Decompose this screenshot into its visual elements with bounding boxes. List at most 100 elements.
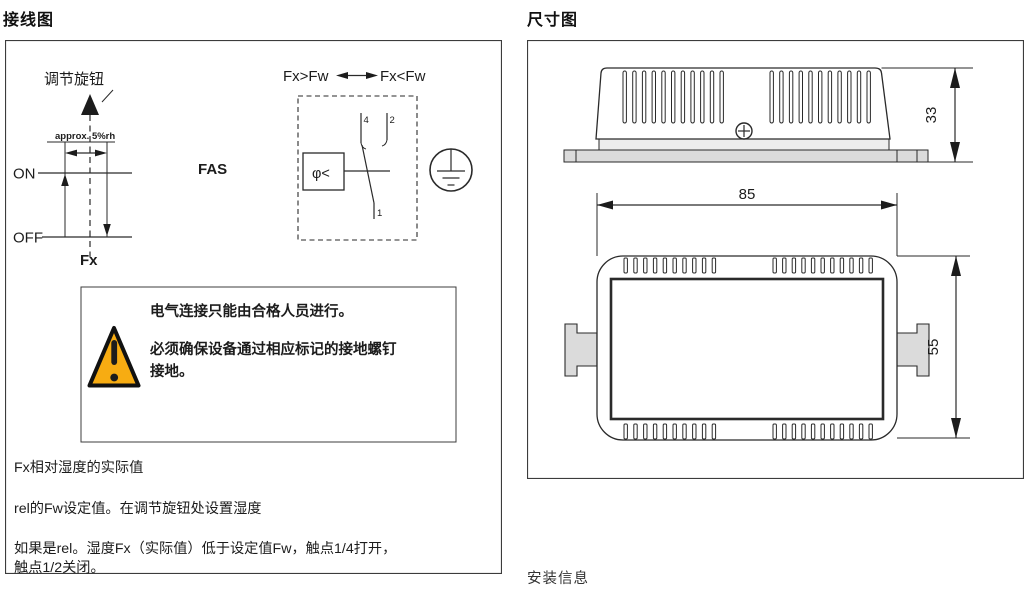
wiring-section-title: 接线图 bbox=[3, 12, 55, 29]
hysteresis-diagram: 调节旋钮 approx. 5%rh ON OFF Fx bbox=[13, 71, 132, 269]
vent-slot bbox=[772, 257, 777, 274]
wiring-diagram-panel: 调节旋钮 approx. 5%rh ON OFF Fx FAS Fx>Fw bbox=[5, 40, 502, 574]
vent-slot bbox=[633, 423, 638, 440]
humidity-sensor-box bbox=[302, 152, 345, 191]
vent-slot bbox=[827, 70, 833, 124]
terminal-2-hook bbox=[381, 139, 388, 147]
knob-label: 调节旋钮 bbox=[44, 71, 104, 88]
warning-panel: 电气连接只能由合格人员进行。 必须确保设备通过相应标记的接地螺钉 接地。 bbox=[80, 286, 457, 443]
vent-slot bbox=[837, 70, 842, 124]
warning-exclamation-dot bbox=[110, 373, 119, 382]
humidity-sensor-symbol: φ< bbox=[312, 166, 330, 182]
vent-slot bbox=[622, 70, 627, 124]
vent-slot bbox=[791, 257, 797, 274]
mounting-plate bbox=[563, 149, 929, 163]
note-fw: rel的Fw设定值。在调节旋钮处设置湿度 bbox=[14, 501, 262, 517]
vent-slot bbox=[810, 257, 816, 274]
note-behavior-line2: 触点1/2关闭。 bbox=[14, 560, 105, 574]
vent-slot bbox=[690, 70, 695, 124]
vent-slot bbox=[633, 257, 638, 274]
vent-slot bbox=[682, 423, 687, 440]
dim85-value: 85 bbox=[739, 186, 756, 203]
vent-slot bbox=[820, 423, 825, 440]
vent-slot bbox=[847, 70, 852, 124]
vent-slot bbox=[830, 423, 835, 440]
vent-slot bbox=[701, 423, 707, 440]
vent-slot bbox=[719, 70, 724, 124]
warning-exclamation-bar bbox=[111, 340, 118, 365]
vent-slot bbox=[856, 70, 862, 124]
dimension-section-title: 尺寸图 bbox=[527, 12, 579, 29]
vent-slot bbox=[801, 423, 806, 440]
vent-slot bbox=[662, 423, 668, 440]
hysteresis-range-label: approx. 5%rh bbox=[55, 131, 115, 142]
vent-slot bbox=[692, 423, 697, 440]
wiring-notes: Fx相对湿度的实际值 rel的Fw设定值。在调节旋钮处设置湿度 如果是rel。湿… bbox=[14, 460, 396, 574]
vent-slot bbox=[858, 423, 864, 440]
vent-slot bbox=[820, 257, 825, 274]
vent-slot bbox=[623, 423, 628, 440]
vent-slot bbox=[680, 70, 686, 124]
vent-slot bbox=[632, 70, 637, 124]
vent-slot bbox=[672, 257, 677, 274]
vent-slot bbox=[700, 70, 705, 124]
vent-slot bbox=[788, 70, 794, 124]
state-arrow-right-icon bbox=[366, 72, 378, 79]
switch-off-arrow-icon bbox=[103, 224, 111, 236]
vent-slot bbox=[849, 423, 854, 440]
state-left-label: Fx>Fw bbox=[283, 68, 329, 85]
vent-slot bbox=[672, 423, 677, 440]
vent-slot bbox=[651, 70, 656, 124]
dim33-arrow-down-icon bbox=[950, 142, 960, 162]
vent-slot bbox=[818, 70, 823, 124]
terminal-4-label: 4 bbox=[364, 115, 369, 126]
vent-slot bbox=[623, 257, 628, 274]
state-right-label: Fx<Fw bbox=[380, 68, 426, 85]
dim85-arrow-right-icon bbox=[881, 200, 897, 210]
warning-box-border bbox=[80, 286, 457, 443]
dim55-value: 55 bbox=[925, 339, 942, 356]
side-view: 33 bbox=[563, 67, 973, 163]
dim85-arrow-left-icon bbox=[597, 200, 613, 210]
moving-contact-line bbox=[361, 144, 375, 204]
vent-slot bbox=[868, 257, 873, 274]
vent-slot bbox=[661, 70, 666, 124]
vent-slot bbox=[782, 257, 787, 274]
state-arrow-left-icon bbox=[336, 72, 348, 79]
terminal-1-label: 1 bbox=[377, 208, 382, 219]
vent-slot bbox=[849, 257, 854, 274]
vent-slot bbox=[782, 423, 787, 440]
installation-info-label: 安装信息 bbox=[527, 571, 589, 587]
dim33-arrow-up-icon bbox=[950, 68, 960, 88]
fx-axis-label: Fx bbox=[80, 252, 98, 269]
vent-slot bbox=[692, 257, 697, 274]
warning-text-line3: 接地。 bbox=[150, 362, 194, 380]
vent-slot bbox=[858, 257, 864, 274]
dimension-panel: 33 85 55 bbox=[527, 40, 1024, 479]
on-label: ON bbox=[13, 166, 36, 183]
note-fx: Fx相对湿度的实际值 bbox=[14, 460, 143, 476]
vent-slot bbox=[652, 257, 658, 274]
protective-earth-icon bbox=[429, 148, 473, 192]
vent-slot bbox=[711, 423, 717, 440]
vent-slot bbox=[839, 423, 845, 440]
note-behavior-line1: 如果是rel。湿度Fx（实际值）低于设定值Fw，触点1/4打开， bbox=[14, 540, 396, 557]
terminal-2-label: 2 bbox=[390, 115, 395, 126]
vent-slot bbox=[779, 70, 784, 124]
housing-rim bbox=[598, 138, 890, 151]
vent-slot bbox=[662, 257, 668, 274]
dim55-arrow-up-icon bbox=[951, 256, 961, 276]
vent-slot bbox=[810, 423, 816, 440]
range-arrow-left-icon bbox=[65, 149, 77, 157]
vent-slot bbox=[709, 70, 715, 124]
dim55-arrow-down-icon bbox=[951, 418, 961, 438]
vent-slot bbox=[866, 70, 871, 124]
vent-slot bbox=[671, 70, 676, 124]
vent-slot bbox=[830, 257, 835, 274]
vent-slot bbox=[701, 257, 707, 274]
vent-slot bbox=[801, 257, 806, 274]
knob-pointer-icon bbox=[81, 94, 99, 115]
vent-slot bbox=[808, 70, 813, 124]
vent-slot bbox=[769, 70, 774, 124]
